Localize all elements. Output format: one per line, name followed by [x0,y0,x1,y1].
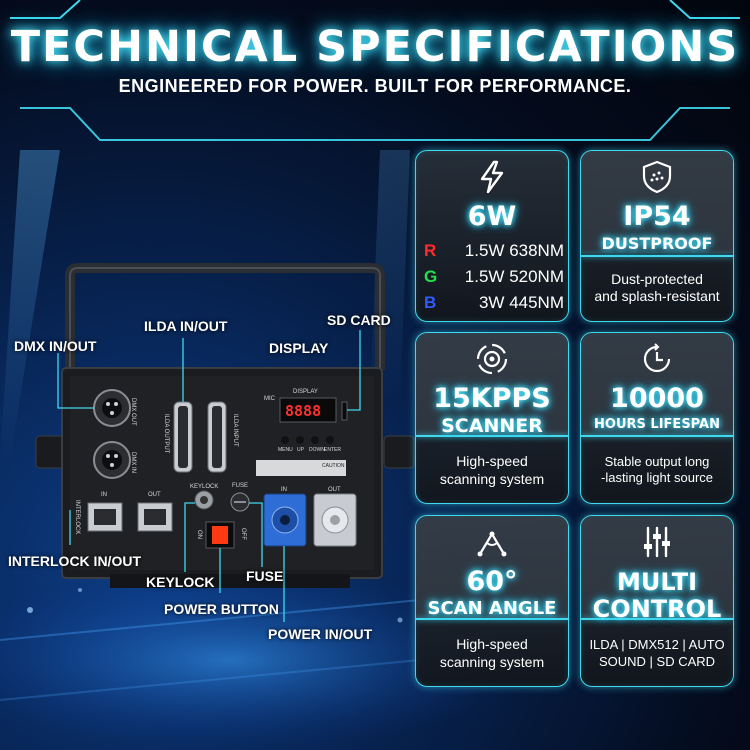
card-desc-line: scanning system [439,471,545,487]
sliders-icon [644,526,670,558]
card-title: 6W [467,201,517,232]
spec-row-blue: B 3W 445NM [424,293,564,315]
card-title: 15KPPS [433,383,551,414]
spec-letter: G [424,267,438,286]
callout-sd-card: SD CARD [327,312,391,328]
card-subtitle: SCAN ANGLE [427,598,557,619]
callout-keylock: KEYLOCK [146,574,215,590]
card-title: 60° [466,566,518,597]
card-desc-line: -lasting light source [601,470,713,485]
spec-card-ip: IP54 DUSTPROOF Dust-protected and splash… [580,150,734,322]
card-desc-line: SOUND | SD CARD [598,654,716,669]
callout-power-io: POWER IN/OUT [268,626,373,642]
clock-icon [643,343,671,373]
scan-circle-icon [476,343,508,375]
header-frame [10,0,740,141]
spec-row-green: G 1.5W 520NM [424,267,564,289]
page-subtitle: ENGINEERED FOR POWER. BUILT FOR PERFORMA… [118,76,632,96]
callout-interlock: INTERLOCK IN/OUT [8,553,141,569]
card-desc-line: ILDA | DMX512 | AUTO [589,637,725,652]
spec-card-control: MULTI CONTROL ILDA | DMX512 | AUTO SOUND… [580,515,734,687]
spec-row-red: R 1.5W 638NM [424,241,564,263]
page-title: TECHNICAL SPECIFICATIONS [10,22,740,72]
angle-icon [477,531,507,557]
spec-value: 1.5W 638NM [464,241,564,260]
spec-letter: B [424,293,437,312]
card-subtitle: HOURS LIFESPAN [594,417,720,432]
callout-power-button: POWER BUTTON [164,601,279,617]
spec-card-angle: 60° SCAN ANGLE High-speed scanning syste… [415,515,569,687]
card-desc-line: High-speed [456,453,528,469]
card-title: 10000 [610,383,704,414]
card-subtitle: DUSTPROOF [601,234,713,253]
card-title: MULTI [617,568,697,596]
callout-dmx: DMX IN/OUT [14,338,97,354]
shield-icon [642,160,672,194]
card-title: IP54 [623,201,691,232]
spec-letter: R [424,241,437,260]
callout-fuse: FUSE [246,568,284,584]
callout-ilda: ILDA IN/OUT [144,318,228,334]
spec-card-lifespan: 10000 HOURS LIFESPAN Stable output long … [580,332,734,504]
spec-card-scanner: 15KPPS SCANNER High-speed scanning syste… [415,332,569,504]
card-desc-line: scanning system [439,654,545,670]
card-subtitle: CONTROL [592,595,722,623]
spec-card-power: 6W R 1.5W 638NM G 1.5W 520NM B 3W 445NM [415,150,569,322]
svg-text:8888: 8888 [285,402,321,420]
card-desc-line: High-speed [456,636,528,652]
callout-display: DISPLAY [269,340,329,356]
card-subtitle: SCANNER [441,415,543,437]
spec-value: 3W 445NM [478,293,564,312]
lightning-icon [480,160,504,194]
card-desc-line: Stable output long [604,454,710,469]
spec-value: 1.5W 520NM [464,267,564,286]
card-desc-line: Dust-protected [611,271,703,287]
card-desc-line: and splash-resistant [594,288,720,304]
